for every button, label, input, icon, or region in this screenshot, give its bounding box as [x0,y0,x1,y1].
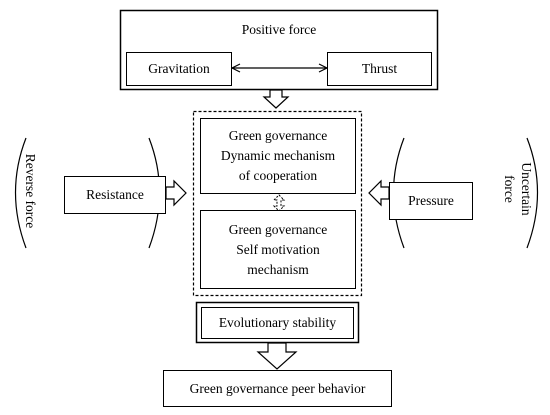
reverse-force-label: Reverse force [23,153,38,229]
center-dashed-container [192,110,363,297]
result-down-arrow [256,342,298,370]
pressure-arrow [368,179,390,207]
self-motivation-line3: mechanism [247,261,309,277]
thrust-box: Thrust [327,52,432,86]
dynamic-mechanism-line1: Green governance [228,128,328,143]
uncertain-force-label-line2: force [502,175,517,203]
positive-down-arrow [262,89,290,109]
gravitation-box: Gravitation [126,52,232,86]
pressure-box: Pressure [389,182,473,220]
self-motivation-line1: Green governance [228,221,328,237]
uncertain-force-label: Uncertain force [501,151,535,227]
uncertain-force-label-line1: Uncertain [519,162,534,216]
positive-force-title: Positive force [241,22,317,37]
self-motivation-line2: Self motivation [236,241,320,257]
evolutionary-stability-box: Evolutionary stability [201,307,354,339]
resistance-arrow [165,179,187,207]
reverse-force-left-paren [14,137,27,249]
self-motivation-box: Green governance Self motivation mechani… [200,210,356,289]
dynamic-mechanism-line2: Dynamic mechanism [220,148,336,163]
gravitation-thrust-double-arrow [230,63,329,73]
dynamic-mechanism-line3: of cooperation [238,168,318,183]
center-double-arrow [272,194,286,212]
uncertain-force-right-paren [526,137,539,249]
resistance-box: Resistance [64,176,166,214]
dynamic-mechanism-box: Green governance Dynamic mechanism of co… [200,118,356,194]
peer-behavior-box: Green governance peer behavior [163,370,392,407]
